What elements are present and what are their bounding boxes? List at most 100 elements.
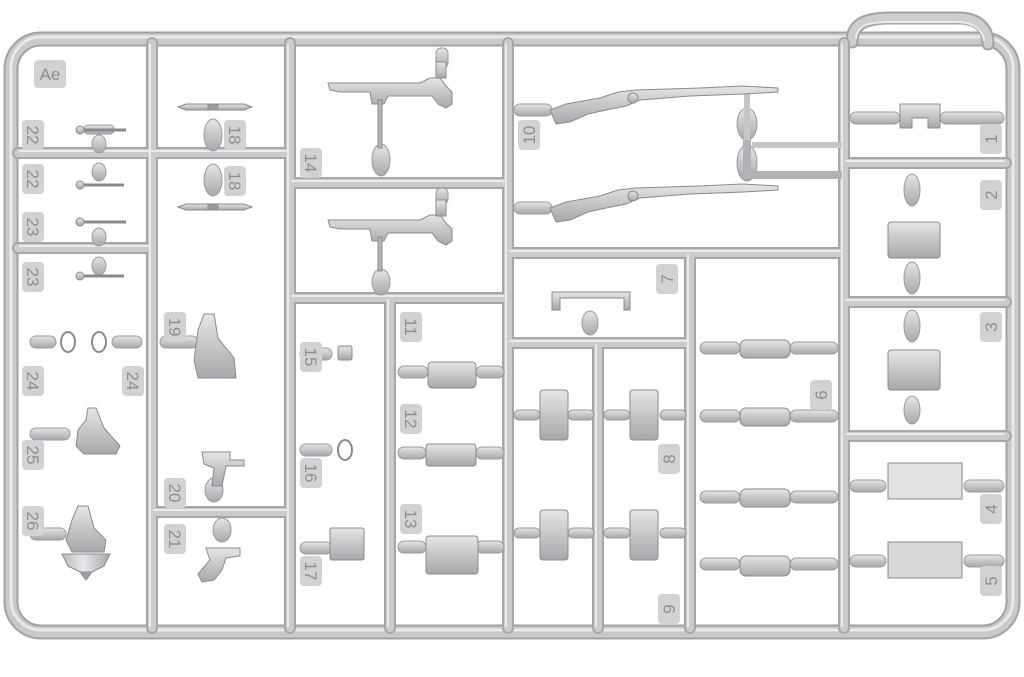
part-number-tab-bg bbox=[22, 212, 44, 242]
part-number-tab-bg bbox=[300, 342, 322, 372]
part-20-pistol bbox=[201, 451, 245, 487]
part-number-tab: 4 bbox=[980, 494, 1002, 524]
part-number-tab: 13 bbox=[400, 504, 422, 534]
part-12-pouch bbox=[425, 443, 477, 467]
part-number-tab: 8 bbox=[658, 444, 680, 474]
part-number-tab: 17 bbox=[300, 556, 322, 586]
part-number: 6 bbox=[812, 390, 831, 399]
part-number-tab-bg bbox=[22, 262, 44, 292]
part-number-tab-bg bbox=[300, 148, 322, 178]
part-number-tab: 25 bbox=[22, 440, 44, 470]
part-number: 5 bbox=[982, 576, 1001, 585]
part-9-bag-right bbox=[629, 509, 659, 561]
part-16 bbox=[337, 439, 353, 461]
part-number: 18 bbox=[225, 172, 244, 191]
part-number-tab-bg bbox=[22, 164, 44, 194]
part-number-tab: 26 bbox=[22, 506, 44, 536]
part-number-tab: 3 bbox=[980, 312, 1002, 342]
part-number-tab-bg bbox=[518, 120, 540, 150]
part-number-tab: 18 bbox=[224, 120, 246, 150]
part-number: 11 bbox=[401, 318, 420, 336]
part-number-tab-bg bbox=[980, 124, 1002, 154]
part-22-handles bbox=[75, 125, 126, 190]
part-number-tab-bg bbox=[980, 494, 1002, 524]
part-number-tab: 5 bbox=[980, 566, 1002, 596]
part-number-tab-bg bbox=[400, 312, 422, 342]
part-number-tab-bg bbox=[164, 312, 186, 342]
part-number-tab: 23 bbox=[22, 262, 44, 292]
part-number: 14 bbox=[301, 154, 320, 173]
part-number-tab: 1 bbox=[980, 124, 1002, 154]
part-number-tab-bg bbox=[656, 264, 678, 294]
part-number: 17 bbox=[301, 562, 320, 581]
part-18-bayonets bbox=[176, 103, 254, 211]
part-7-bracket bbox=[551, 291, 631, 311]
part-number: 26 bbox=[23, 512, 42, 531]
part-number-tab: 22 bbox=[22, 120, 44, 150]
part-number: 22 bbox=[23, 170, 42, 189]
part-number: 4 bbox=[982, 504, 1001, 513]
part-number-tab-bg bbox=[224, 166, 246, 196]
part-number-tab-bg bbox=[810, 380, 832, 410]
part-number: 9 bbox=[660, 604, 679, 613]
part-number-tab: 19 bbox=[164, 312, 186, 342]
part-number-tab-bg bbox=[22, 506, 44, 536]
part-number-tab-bg bbox=[400, 504, 422, 534]
part-number-tab: 24 bbox=[22, 366, 44, 396]
part-11-pouch bbox=[427, 361, 477, 389]
part-number-tab: 20 bbox=[164, 478, 186, 508]
part-number-tab: 24 bbox=[122, 366, 144, 396]
part-21-revolver bbox=[197, 547, 241, 583]
part-number-tab: 6 bbox=[810, 380, 832, 410]
part-number-tab: 10 bbox=[518, 120, 540, 150]
part-number-tab: 7 bbox=[656, 264, 678, 294]
part-number-tab-bg bbox=[224, 120, 246, 150]
part-19-shovel-cover bbox=[193, 313, 237, 379]
part-number-tab-bg bbox=[980, 312, 1002, 342]
part-number: 20 bbox=[165, 484, 184, 503]
part-number: 23 bbox=[23, 268, 42, 287]
part-number-tab-bg bbox=[22, 366, 44, 396]
part-number-tab-bg bbox=[300, 556, 322, 586]
part-5-panel bbox=[887, 541, 963, 579]
part-25-shovel-cover bbox=[75, 407, 121, 455]
part-number-labels: Ae bbox=[34, 60, 66, 88]
part-2-case bbox=[887, 221, 941, 259]
part-number: 2 bbox=[982, 190, 1001, 199]
part-number-tab-bg bbox=[22, 440, 44, 470]
part-number: 15 bbox=[301, 348, 320, 367]
part-number-tab: 15 bbox=[300, 342, 322, 372]
part-number: 19 bbox=[165, 318, 184, 337]
part-number: 1 bbox=[982, 134, 1001, 143]
sprue-code: Ae bbox=[40, 65, 61, 84]
part-number: 25 bbox=[23, 446, 42, 465]
part-6-pouches bbox=[739, 339, 791, 577]
part-number: 24 bbox=[23, 372, 42, 391]
part-26-shovel bbox=[61, 505, 111, 581]
part-number-tab-bg bbox=[300, 458, 322, 488]
part-14-machine-gun-bottom bbox=[327, 199, 453, 272]
part-number-tab-bg bbox=[122, 366, 144, 396]
part-10-rifle-bottom bbox=[549, 183, 779, 223]
part-number: 3 bbox=[982, 322, 1001, 331]
part-number-tab-bg bbox=[22, 120, 44, 150]
part-number: 7 bbox=[658, 274, 677, 283]
sprue-frame bbox=[3, 11, 1021, 640]
part-number: 23 bbox=[23, 218, 42, 237]
sprue-parts bbox=[60, 61, 963, 583]
part-14-machine-gun-top bbox=[327, 61, 453, 149]
part-9-bag-left bbox=[539, 509, 569, 561]
part-number-tab-bg bbox=[400, 404, 422, 434]
part-number-tab-bg bbox=[658, 594, 680, 624]
part-number-tab: 12 bbox=[400, 404, 422, 434]
part-number-tab: 9 bbox=[658, 594, 680, 624]
part-number: 13 bbox=[401, 510, 420, 529]
part-number-tab-bg bbox=[164, 478, 186, 508]
part-number-tab-bg bbox=[658, 444, 680, 474]
part-number-tab: 23 bbox=[22, 212, 44, 242]
part-number: 16 bbox=[301, 464, 320, 483]
part-number-tab: 11 bbox=[400, 312, 422, 342]
